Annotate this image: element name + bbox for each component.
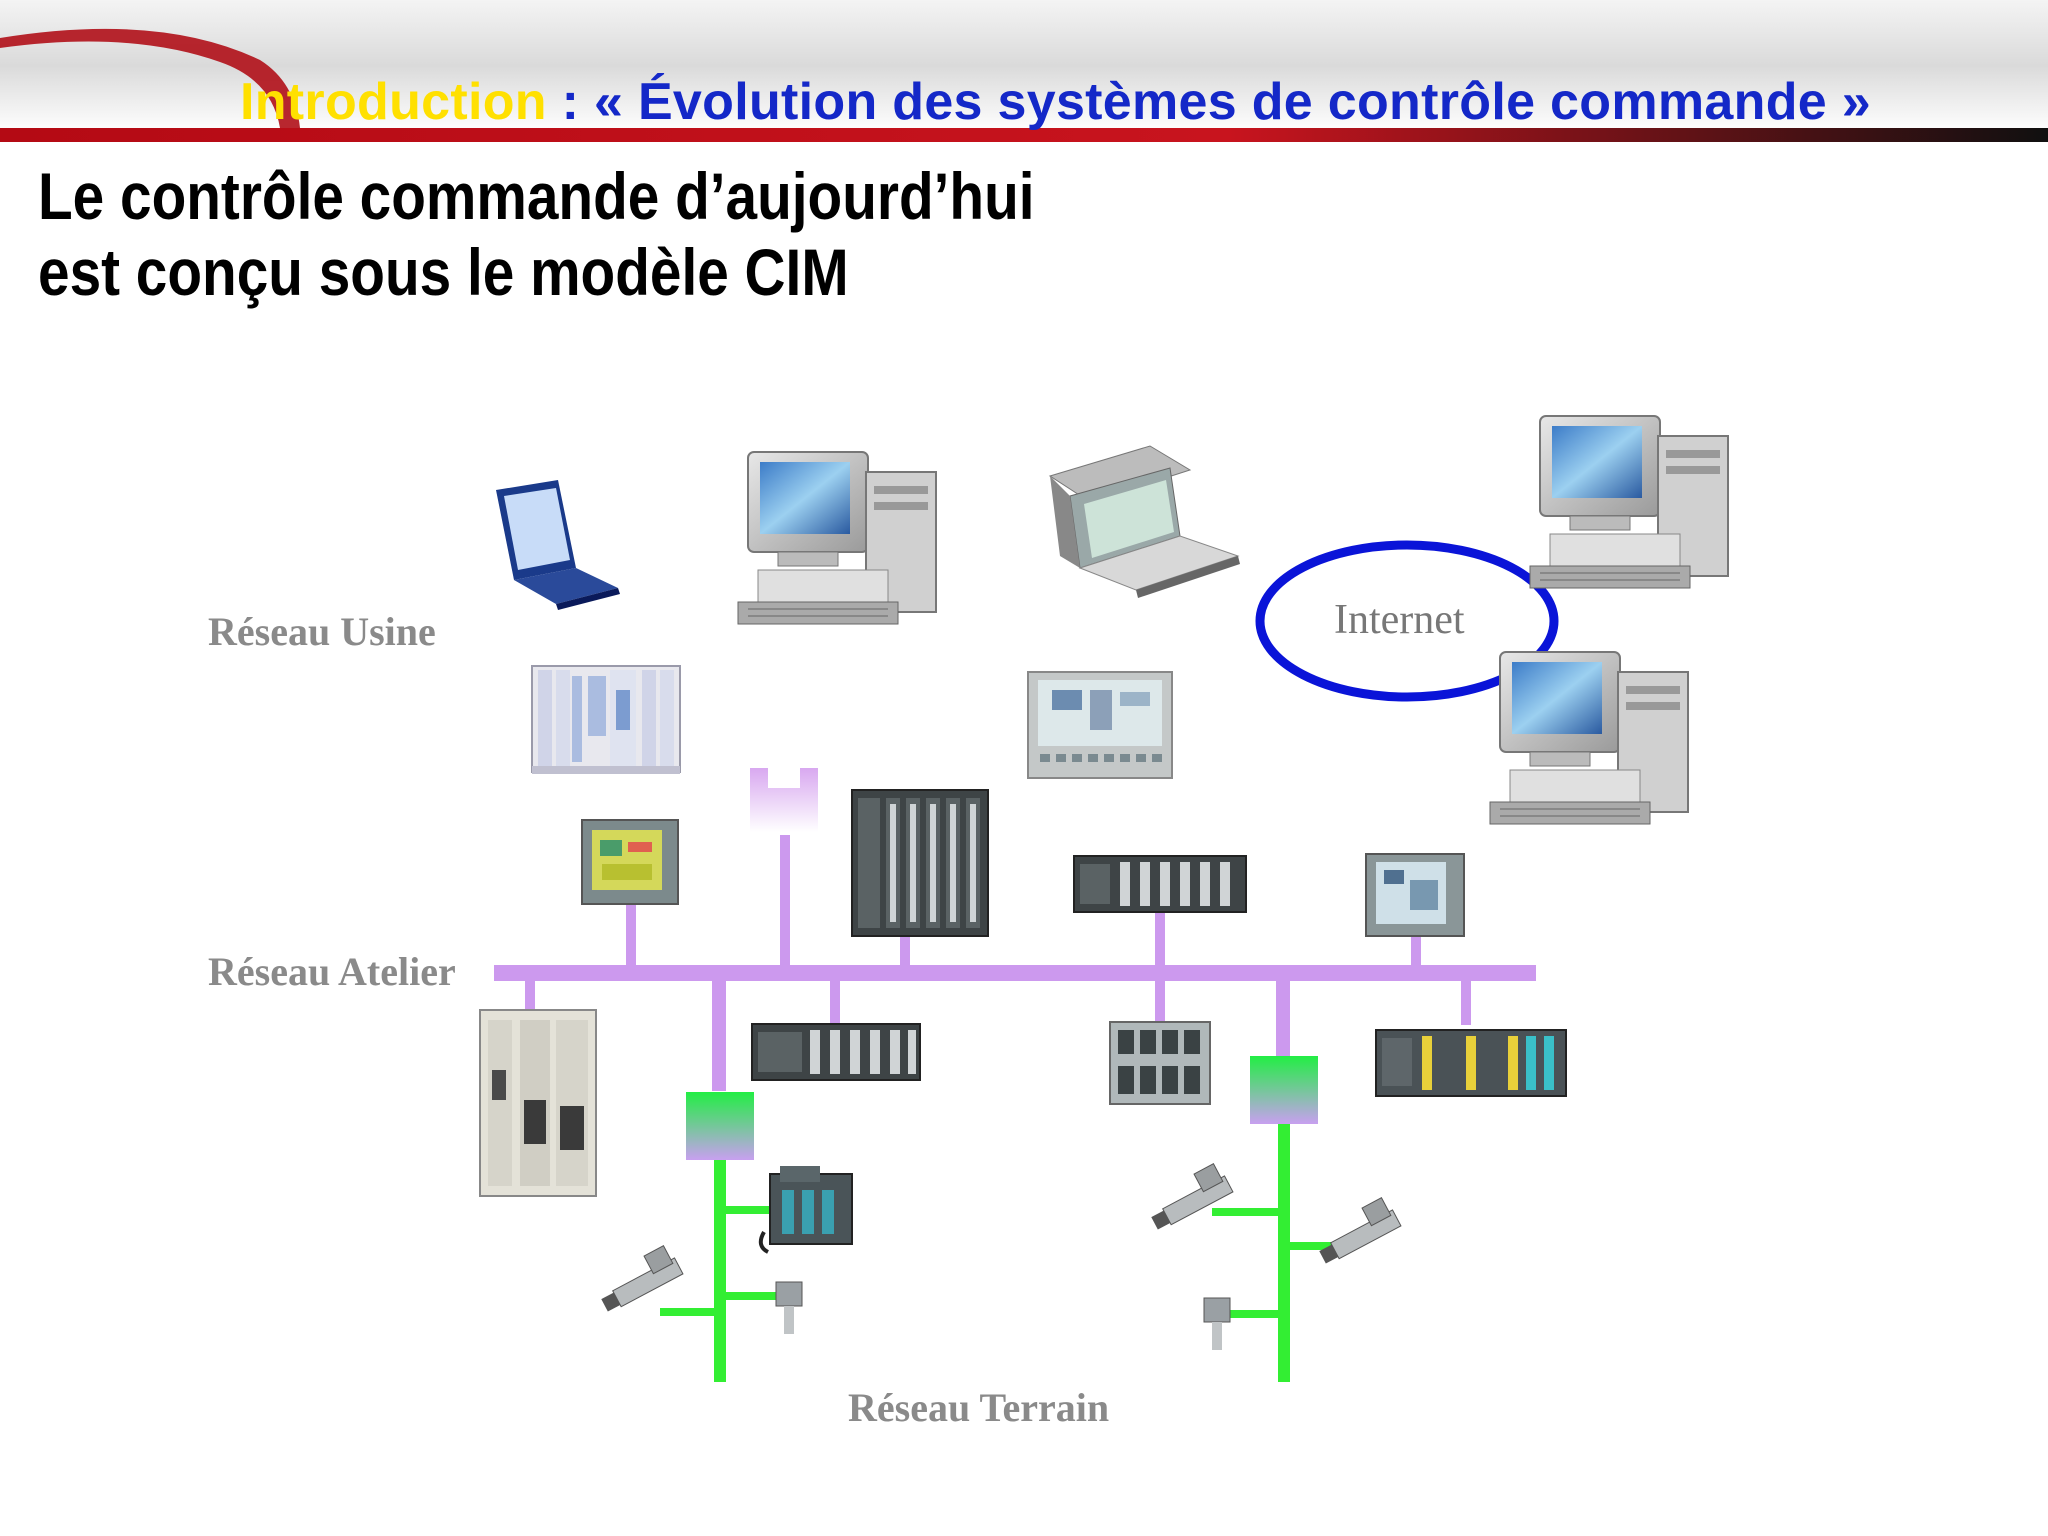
header-title-rest: : « Évolution des systèmes de contrôle c… <box>546 73 1871 131</box>
bus-coupler-left <box>686 1092 754 1160</box>
sensor-icon <box>1203 1297 1231 1350</box>
drive-cabinet-icon <box>479 1009 597 1197</box>
subtitle-line-1: Le contrôle commande d’aujourd’hui <box>38 159 1035 233</box>
control-rack-icon <box>531 665 681 774</box>
plc-rack-icon <box>851 789 989 937</box>
internet-ring <box>1255 540 1559 702</box>
actuator-valve-icon <box>1319 1197 1402 1264</box>
internet-label: Internet <box>1334 597 1465 643</box>
laptop-icon <box>496 480 620 610</box>
sensor-icon <box>775 1281 803 1334</box>
desktop-computer-icon <box>1489 651 1689 825</box>
terrain-bus-left <box>660 1160 780 1382</box>
plc-module-icon <box>751 1023 921 1081</box>
operator-panel-icon <box>1027 671 1173 779</box>
actuator-valve-icon <box>1151 1163 1234 1230</box>
atelier-bus <box>494 965 1536 981</box>
subtitle-line-2: est conçu sous le modèle CIM <box>38 235 849 309</box>
desktop-computer-icon <box>1529 415 1729 589</box>
remote-io-icon <box>758 1166 853 1254</box>
bus-coupler-right <box>1250 1056 1318 1124</box>
terrain-bus-right <box>1212 1124 1348 1382</box>
page-subtitle: Le contrôle commande d’aujourd’hui est c… <box>38 158 1035 310</box>
desktop-computer-icon <box>737 451 937 625</box>
header-band <box>0 0 2048 142</box>
touch-panel-icon <box>1365 853 1465 937</box>
atelier-drops <box>525 835 1471 1091</box>
industrial-pc-icon <box>1048 445 1240 598</box>
touch-panel-icon <box>581 819 679 905</box>
header-intro: Introduction <box>240 73 547 131</box>
actuator-valve-icon <box>601 1245 684 1312</box>
network-gateway-icon <box>750 768 818 832</box>
network-label-usine: Réseau Usine <box>208 609 436 654</box>
plc-module-icon <box>1073 855 1247 913</box>
header-title: Introduction : « Évolution des systèmes … <box>240 72 1871 132</box>
distributed-io-icon <box>1109 1021 1211 1105</box>
io-module-icon <box>1375 1029 1567 1097</box>
network-label-terrain: Réseau Terrain <box>848 1385 1110 1430</box>
network-label-atelier: Réseau Atelier <box>208 949 456 994</box>
